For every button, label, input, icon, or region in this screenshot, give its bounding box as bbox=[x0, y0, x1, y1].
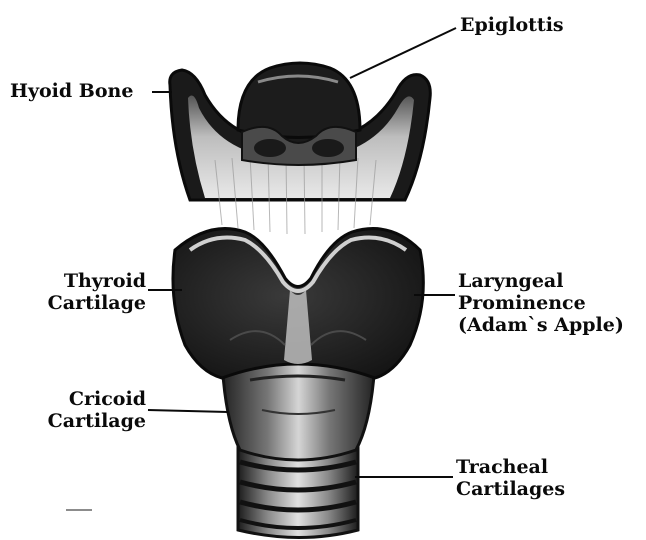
leader-epiglottis bbox=[350, 28, 456, 78]
label-thyroid-cartilage: Thyroid Cartilage bbox=[28, 270, 146, 314]
leader-cricoid-cartilage bbox=[148, 410, 228, 412]
label-tracheal-cartilages: Tracheal Cartilages bbox=[456, 456, 565, 500]
label-epiglottis: Epiglottis bbox=[460, 14, 564, 36]
label-cricoid-cartilage: Cricoid Cartilage bbox=[28, 388, 146, 432]
thyroid-cartilage-shape bbox=[173, 229, 423, 378]
label-laryngeal-prominence: Laryngeal Prominence (Adam`s Apple) bbox=[458, 270, 624, 336]
epiglottis-shape bbox=[238, 63, 360, 165]
label-hyoid-bone: Hyoid Bone bbox=[10, 80, 133, 102]
